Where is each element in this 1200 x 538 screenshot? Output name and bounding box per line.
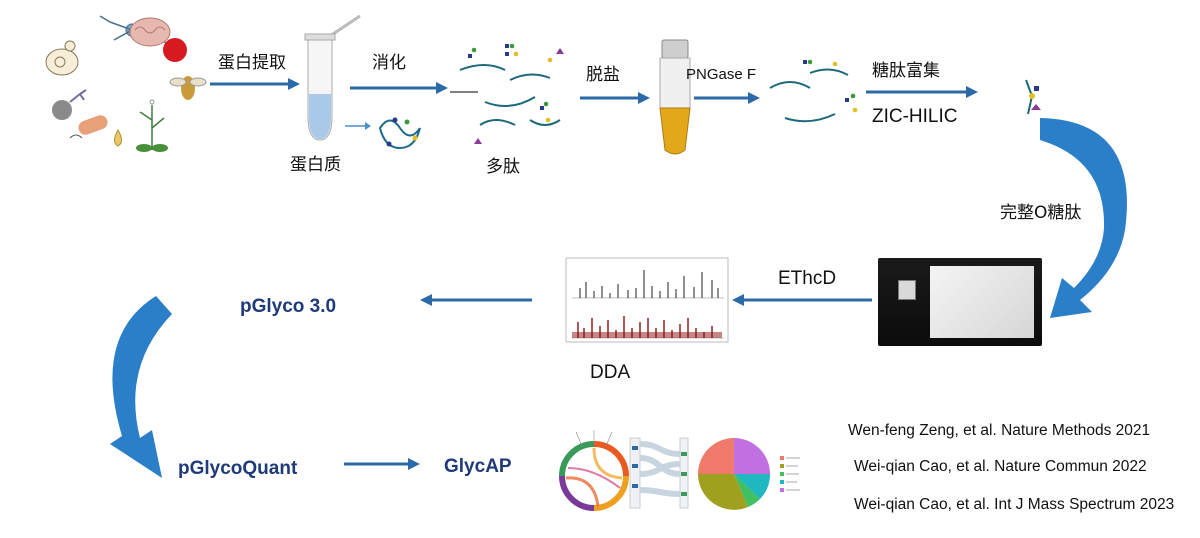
arrow-pngase xyxy=(694,92,760,104)
arrow-extract xyxy=(210,78,300,90)
o-glycopeptide-icon xyxy=(1025,79,1041,115)
software-glycap: GlycAP xyxy=(444,456,512,477)
brain-icon xyxy=(129,17,171,47)
glycopeptide-icon xyxy=(450,43,564,144)
chord-diagram-icon xyxy=(559,430,629,511)
pie-chart-icon xyxy=(698,438,800,510)
label-zic-hilic: ZIC-HILIC xyxy=(872,106,958,127)
bacteria-icon xyxy=(69,115,108,139)
software-pglyco: pGlyco 3.0 xyxy=(240,296,337,317)
antibody-icon xyxy=(52,89,87,120)
curved-arrow-left xyxy=(110,296,172,478)
fly-icon xyxy=(169,76,207,100)
reference-1: Wen-feng Zeng, et al. Nature Methods 202… xyxy=(848,422,1151,439)
label-digest: 消化 xyxy=(372,53,406,73)
label-peptide: 多肽 xyxy=(486,157,520,177)
label-pngase: PNGase F xyxy=(686,66,757,83)
arrow-ethcd xyxy=(732,294,872,306)
label-desalt: 脱盐 xyxy=(586,65,620,85)
curved-arrow-right xyxy=(1040,118,1127,318)
label-enrichment: 糖肽富集 xyxy=(872,61,940,81)
deglycosylated-peptide-icon xyxy=(769,59,858,123)
sample-sources xyxy=(45,15,207,152)
cell-icon xyxy=(45,40,79,76)
tube-icon xyxy=(304,14,361,141)
label-protein-extraction: 蛋白提取 xyxy=(218,53,286,73)
droplet-icon xyxy=(114,129,122,147)
blood-cell-icon xyxy=(163,38,187,62)
spe-column-icon xyxy=(659,39,691,155)
label-protein: 蛋白质 xyxy=(290,155,341,175)
protein-structure-icon xyxy=(345,117,421,150)
arrow-to-pglyco xyxy=(420,294,532,306)
arrow-enrich xyxy=(866,86,978,98)
label-ethcd: EThcD xyxy=(778,268,837,289)
reference-2: Wei-qian Cao, et al. Nature Commun 2022 xyxy=(854,458,1147,475)
plant-icon xyxy=(136,99,168,152)
arrow-digest xyxy=(350,82,448,94)
arrow-to-glycap xyxy=(344,458,420,470)
sankey-diagram-icon xyxy=(629,437,689,509)
label-intact-o-glycopeptide: 完整O糖肽 xyxy=(1000,203,1082,223)
arrow-desalt xyxy=(580,92,650,104)
mass-spectrometer-icon xyxy=(878,258,1042,346)
label-dda: DDA xyxy=(590,362,631,383)
pie-legend xyxy=(780,456,800,492)
software-pglycoquant: pGlycoQuant xyxy=(178,458,298,479)
reference-3: Wei-qian Cao, et al. Int J Mass Spectrum… xyxy=(854,496,1175,513)
spectrum-plot-icon xyxy=(565,257,729,343)
